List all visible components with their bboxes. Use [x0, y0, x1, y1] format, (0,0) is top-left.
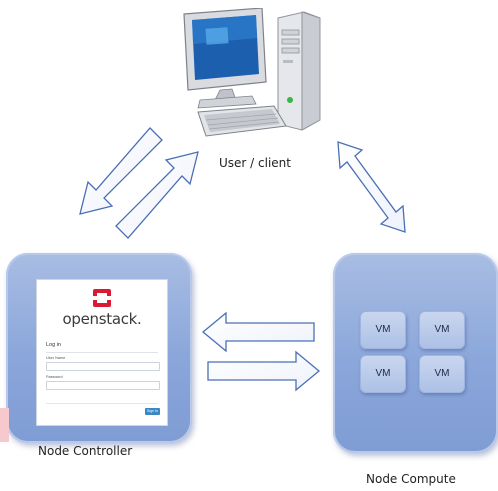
arrow-controller-to-compute: [207, 350, 321, 392]
vm-box: VM: [360, 355, 406, 393]
arrow-client-compute: [337, 141, 406, 233]
login-title: Log in: [46, 342, 61, 348]
username-field[interactable]: [46, 362, 160, 371]
node-compute-box: [333, 253, 498, 453]
openstack-brand: openstack.: [62, 310, 142, 328]
divider: [46, 403, 158, 404]
divider: [46, 352, 158, 353]
desktop-computer-icon: [170, 7, 330, 146]
arrow-client-to-controller: [79, 127, 163, 215]
sign-in-button[interactable]: Sign In: [145, 408, 160, 415]
arrow-controller-to-client: [115, 151, 199, 239]
openstack-logo-icon: [92, 289, 112, 307]
client-label: User / client: [219, 156, 291, 170]
username-label: User Name: [46, 356, 66, 360]
password-field[interactable]: [46, 381, 160, 390]
node-compute-label: Node Compute: [366, 472, 456, 486]
vm-box: VM: [419, 355, 465, 393]
vm-box: VM: [360, 311, 406, 349]
decorative-strip: [0, 408, 9, 442]
openstack-login-screen: openstack. Log in User Name Password Sig…: [36, 279, 168, 426]
password-label: Password: [46, 375, 63, 379]
vm-box: VM: [419, 311, 465, 349]
arrow-compute-to-controller: [201, 311, 315, 353]
node-controller-label: Node Controller: [38, 444, 133, 458]
